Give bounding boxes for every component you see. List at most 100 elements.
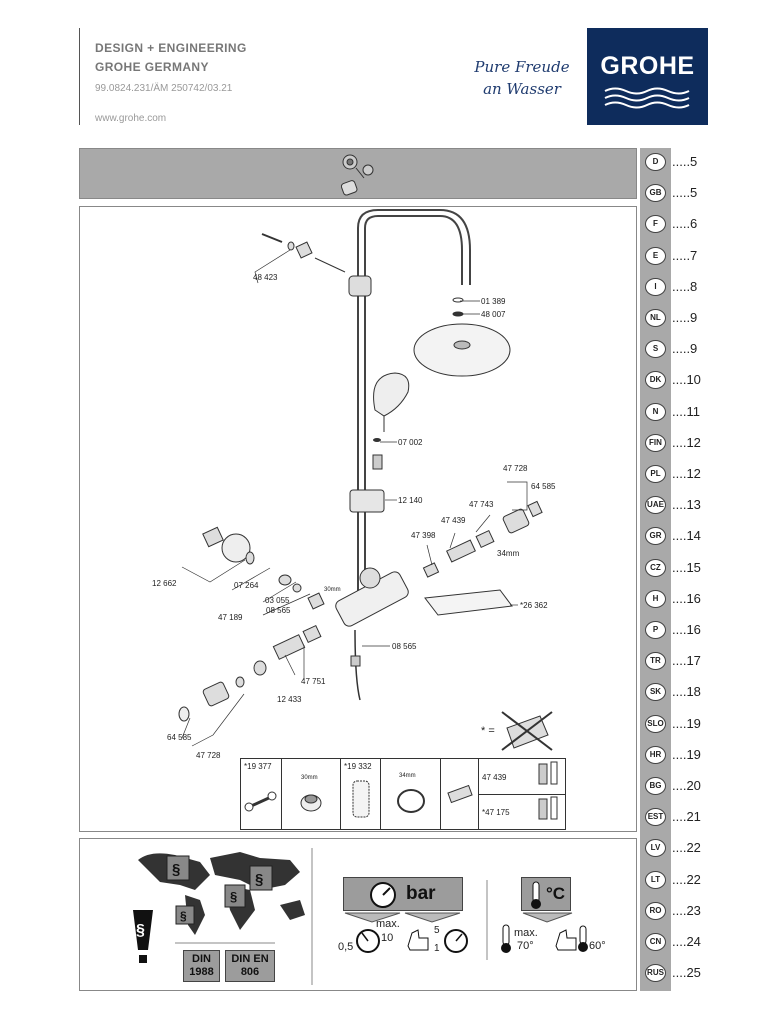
language-row[interactable]: UAE....13 (645, 494, 725, 516)
language-page-ref: ....15 (672, 559, 701, 575)
language-code-badge: CZ (645, 558, 666, 577)
pressure-min: 0,5 (338, 941, 354, 953)
svg-text:§: § (255, 871, 263, 888)
label-12433: 12 433 (277, 695, 302, 704)
language-row[interactable]: BG....20 (645, 775, 725, 797)
logo-waves-icon (604, 87, 690, 109)
document-number: 99.0824.231/ÄM 250742/03.21 (95, 83, 233, 94)
language-row[interactable]: RO....23 (645, 900, 725, 922)
warning-exclamation-icon: § (133, 910, 153, 963)
label-64585-right: 64 585 (531, 482, 556, 491)
product-banner (79, 148, 637, 199)
pressure-max-label: max. (376, 918, 400, 930)
language-code-badge: N (645, 402, 666, 421)
language-row[interactable]: PL....12 (645, 463, 725, 485)
din-en-806-badge: DIN EN 806 (225, 950, 275, 982)
tool-size-34mm: 34mm (399, 773, 416, 779)
temperature-recommended: 60° (589, 940, 606, 952)
slogan-line-1: Pure Freude (474, 58, 570, 76)
language-row[interactable]: D.....5 (645, 151, 725, 173)
sleeve-icon (352, 780, 370, 818)
language-row[interactable]: NL.....9 (645, 307, 725, 329)
header-divider (79, 28, 80, 125)
language-row[interactable]: HR ....19 (645, 744, 725, 766)
company-line-1: DESIGN + ENGINEERING (95, 41, 247, 55)
label-not-included: * = (481, 725, 495, 737)
language-page-ref: ....25 (672, 965, 701, 981)
svg-text:§: § (172, 861, 180, 878)
label-03055: 03 055 (265, 596, 290, 605)
language-page-ref: ....24 (672, 934, 701, 949)
temperature-max-label: max. (514, 927, 538, 939)
language-row[interactable]: SK....18 (645, 681, 725, 703)
language-row[interactable]: CZ ....15 (645, 557, 725, 579)
language-page-ref: ....10 (672, 372, 701, 388)
tool-cell-30mm: 30mm (282, 759, 341, 829)
language-code-badge: UAE (645, 496, 666, 515)
language-page-ref: .....6 (672, 216, 698, 232)
special-tools-table: *19 377 30mm *19 332 34mm 47 439 *47 17 (240, 758, 566, 830)
thermometer-icon (531, 881, 541, 909)
label-07002: 07 002 (398, 438, 423, 447)
language-row[interactable]: RUS....25 (645, 962, 725, 984)
tool-cell-34mm: 34mm (381, 759, 441, 829)
language-page-ref: .....7 (672, 247, 698, 263)
language-code-badge: SK (645, 683, 666, 702)
language-page-ref: ....19 (672, 746, 701, 762)
temperature-header: °C (521, 877, 571, 911)
tool-divider (479, 794, 565, 795)
language-row[interactable]: SLO....19 (645, 713, 725, 735)
language-code-badge: E (645, 246, 666, 265)
svg-text:§: § (230, 889, 237, 904)
cartridge-icon (447, 784, 473, 804)
label-48007: 48 007 (481, 310, 506, 319)
label-07264: 07 264 (234, 581, 259, 590)
tool-code-19377: *19 377 (244, 762, 272, 771)
language-row[interactable]: H....16 (645, 588, 725, 610)
language-row[interactable]: TR....17 (645, 650, 725, 672)
language-row[interactable]: CN ....24 (645, 931, 725, 953)
language-row[interactable]: DK....10 (645, 369, 725, 391)
label-47728-left: 47 728 (196, 751, 221, 760)
language-code-badge: HR (645, 745, 666, 764)
language-code-badge: CN (645, 933, 666, 951)
language-code-badge: LV (645, 839, 666, 858)
language-page-ref: ....16 (672, 590, 701, 606)
tool-size-30mm: 30mm (301, 775, 318, 781)
language-code-badge: BG (645, 777, 666, 795)
language-row[interactable]: GB.....5 (645, 182, 725, 204)
language-page-ref: ....22 (672, 871, 701, 887)
din-1988-label: DIN (192, 953, 211, 965)
language-code-badge: P (645, 621, 666, 639)
language-code-badge: I (645, 277, 666, 296)
language-page-ref: ....16 (672, 622, 701, 637)
website-link[interactable]: www.grohe.com (95, 113, 167, 124)
language-row[interactable]: GR....14 (645, 525, 725, 547)
label-12662: 12 662 (152, 579, 177, 588)
language-row[interactable]: S.....9 (645, 338, 725, 360)
language-code-badge: F (645, 215, 666, 234)
language-page-ref: ....11 (672, 403, 700, 419)
tool-cell-19332: *19 332 (341, 759, 381, 829)
language-page-ref: ....23 (672, 902, 701, 918)
wrench-icon (244, 791, 277, 812)
language-row[interactable]: FIN....12 (645, 432, 725, 454)
thermostat-adjust-icon (538, 761, 558, 820)
language-page-ref: .....9 (672, 341, 698, 357)
pressure-unit: bar (406, 883, 436, 904)
language-code-badge: NL (645, 309, 666, 327)
language-row[interactable]: LT....22 (645, 869, 725, 891)
language-row[interactable]: LV....22 (645, 837, 725, 859)
din-en-number: 806 (240, 966, 260, 978)
language-row[interactable]: N ....11 (645, 401, 725, 423)
language-row[interactable]: P ....16 (645, 619, 725, 641)
language-code-badge: D (645, 153, 666, 171)
language-row[interactable]: EST....21 (645, 806, 725, 828)
language-row[interactable]: F .....6 (645, 213, 725, 235)
language-row[interactable]: E .....7 (645, 245, 725, 267)
language-row[interactable]: I.....8 (645, 276, 725, 298)
label-47189: 47 189 (218, 613, 243, 622)
